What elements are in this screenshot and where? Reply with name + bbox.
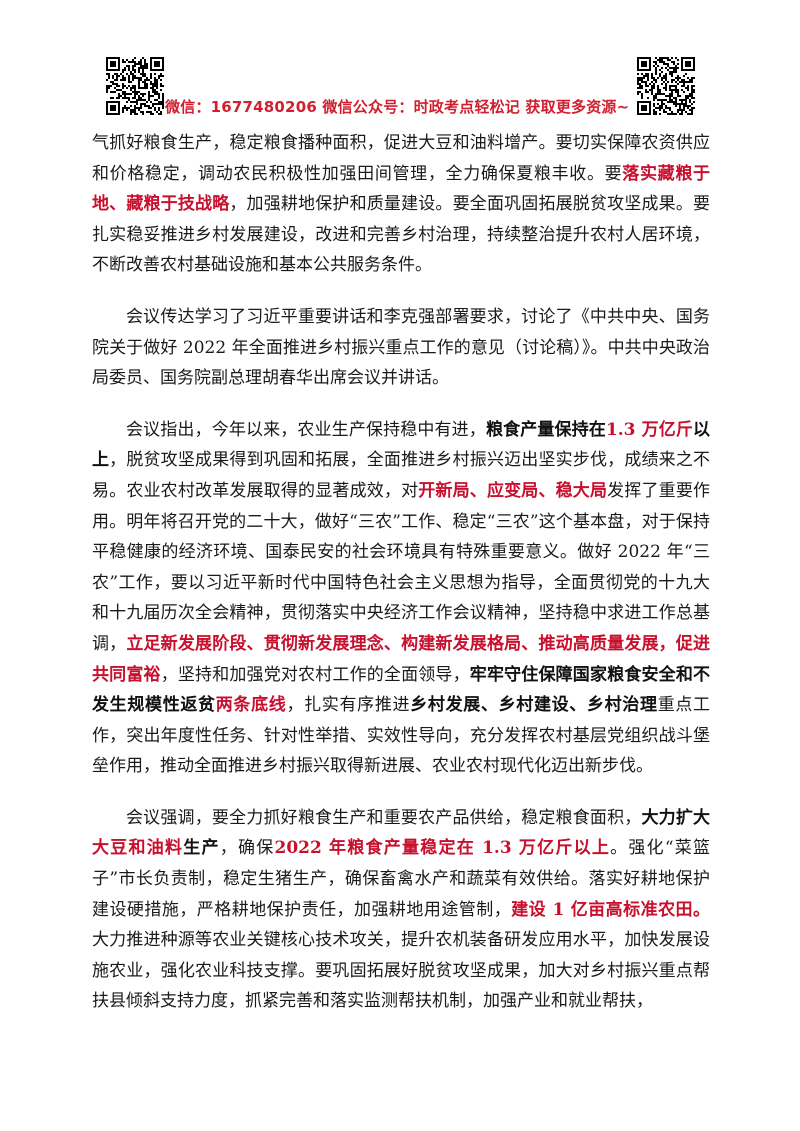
- paragraph-3: 会议指出，今年以来，农业生产保持稳中有进，粮食产量保持在1.3 万亿斤以上，脱贫…: [92, 415, 710, 782]
- paragraph-1: 气抓好粮食生产，稳定粮食播种面积，促进大豆和油料增产。要切实保障农资供应和价格稳…: [92, 128, 710, 281]
- red-emphasis-text: 大豆和油料: [92, 838, 184, 859]
- document-body: 气抓好粮食生产，稳定粮食播种面积，促进大豆和油料增产。要切实保障农资供应和价格稳…: [92, 128, 710, 1038]
- red-emphasis-text: 两条底线: [215, 695, 287, 716]
- bold-emphasis-text: 以上: [92, 419, 710, 471]
- red-emphasis-text: 开新局、应变局、稳大局: [418, 480, 608, 501]
- red-emphasis-text: 建设 1 亿亩高标准农田。: [511, 899, 711, 920]
- red-emphasis-text: 落实藏粮于地、藏粮于技战略: [92, 163, 711, 215]
- red-emphasis-text: 1.3 万亿斤: [605, 419, 693, 440]
- body-text: 会议强调，要全力抓好粮食生产和重要农产品供给，稳定粮食面积，: [126, 807, 642, 828]
- body-text: 会议指出，今年以来，农业生产保持稳中有进，: [126, 419, 486, 440]
- body-text: ，脱贫攻坚成果得到巩固和拓展，全面推进乡村振兴迈出坚实步伐，成绩来之不易。农业农…: [92, 450, 710, 501]
- body-text: 重点工作，突出年度性任务、针对性举措、实效性导向，充分发挥农村基层党组织战斗堡垒…: [92, 695, 711, 777]
- qr-code-icon: [637, 57, 695, 115]
- qr-code-icon: [106, 57, 164, 115]
- bold-emphasis-text: 牢牢守住保障国家粮食安全和不发生规模性返贫: [92, 664, 711, 716]
- red-emphasis-text: 2022 年粮食产量稳定在 1.3 万亿斤以上: [274, 838, 611, 859]
- bold-emphasis-text: 生产: [183, 838, 220, 859]
- paragraph-4: 会议强调，要全力抓好粮食生产和重要农产品供给，稳定粮食面积，大力扩大大豆和油料生…: [92, 803, 710, 1017]
- body-text: ，扎实有序推进: [286, 695, 411, 716]
- paragraph-2: 会议传达学习了习近平重要讲话和李克强部署要求，讨论了《中共中央、国务院关于做好 …: [92, 302, 710, 394]
- bold-emphasis-text: 大力扩大: [641, 807, 710, 828]
- body-text: 大力推进种源等农业关键核心技术攻关，提升农机装备研发应用水平，加快发展设施农业，…: [92, 930, 710, 1012]
- body-text: 会议传达学习了习近平重要讲话和李克强部署要求，讨论了《中共中央、国务院关于做好 …: [92, 306, 710, 389]
- body-text: 发挥了重要作用。明年将召开党的二十大，做好“三农”工作、稳定“三农”这个基本盘，…: [92, 480, 711, 654]
- bold-emphasis-text: 粮食产量保持在: [485, 419, 606, 440]
- header-contact-line: 微信：1677480206 微信公众号：时政考点轻松记 获取更多资源~: [165, 98, 630, 116]
- body-text: 气抓好粮食生产，稳定粮食播种面积，促进大豆和油料增产。要切实保障农资供应和价格稳…: [92, 133, 710, 184]
- bold-emphasis-text: 乡村发展、乡村建设、乡村治理: [410, 695, 658, 716]
- body-text: 。强化“菜篮子”市长负责制，稳定生猪生产，确保畜禽水产和蔬菜有效供给。落实好耕地…: [92, 838, 711, 920]
- body-text: ，加强耕地保护和质量建设。要全面巩固拓展脱贫攻坚成果。要扎实稳妥推进乡村发展建设…: [92, 194, 711, 276]
- red-emphasis-text: 立足新发展阶段、贯彻新发展理念、构建新发展格局、推动高质量发展，促进共同富裕: [92, 633, 710, 685]
- body-text: ，坚持和加强党对农村工作的全面领导，: [160, 664, 470, 685]
- body-text: ，确保: [219, 838, 275, 859]
